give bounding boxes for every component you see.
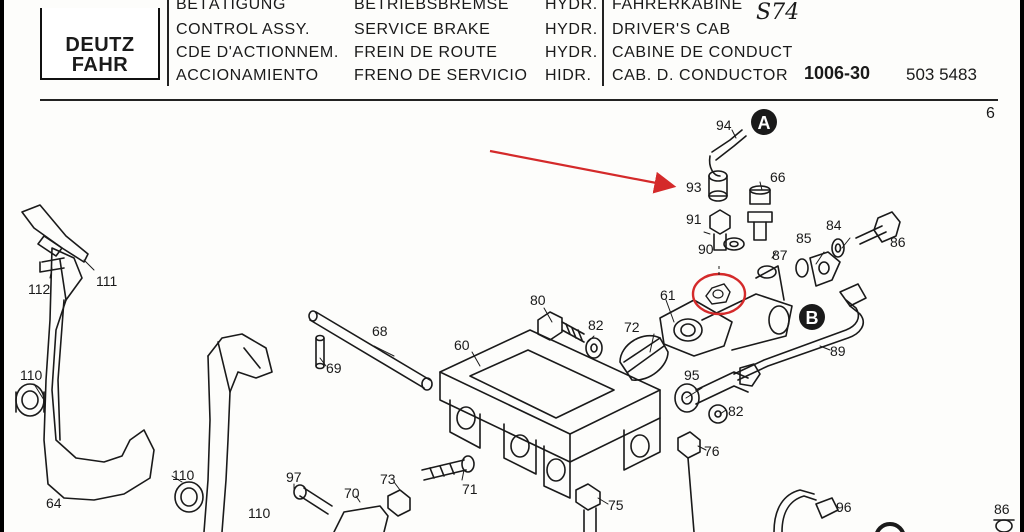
label-72: 72 [624,319,640,335]
page-number: 6 [986,105,995,122]
model-handwritten: S74 [756,0,800,25]
header-text: HYDR. [545,0,598,13]
banjo-fitting [795,211,901,307]
header-text: HYDR. [545,21,598,38]
label-76: 76 [704,443,720,459]
label-75: 75 [608,497,624,513]
logo-line-2: FAHR [71,54,129,76]
right-edge-parts [773,489,1015,532]
ref-number: 503 5483 [906,65,977,84]
bracket-60 [439,329,661,499]
header-text: ACCIONAMIENTO [176,67,319,84]
label-112: 112 [28,281,51,297]
pedal-assembly [15,204,273,532]
leader-lines [33,129,851,505]
label-91: 91 [686,211,702,227]
brake-pipe-89 [733,299,864,381]
label-86-b: 86 [994,501,1010,517]
label-90: 90 [698,241,714,257]
header-text: FAHRERKABINE [612,0,743,13]
label-68: 68 [372,323,388,339]
label-85: 85 [796,230,812,246]
lower-linkage [293,455,475,532]
label-97: 97 [286,469,302,485]
label-87: 87 [772,247,788,263]
header-text: FREIN DE ROUTE [354,44,498,61]
partial-marker-icon [875,522,905,532]
parts-catalog-page: DEUTZ FAHR BETÄTIGUNG CONTROL ASSY. CDE … [4,0,1020,532]
label-95: 95 [684,367,700,383]
bolt-80 [537,311,603,359]
header-text: BETRIEBSBREMSE [354,0,510,13]
label-86: 86 [890,234,906,250]
exploded-diagram: A B 94 93 91 90 66 84 86 85 87 61 72 80 … [15,109,1015,532]
label-111: 111 [96,273,117,289]
label-93: 93 [686,179,702,195]
label-73: 73 [380,471,396,487]
label-80: 80 [530,292,546,308]
marker-b-label: B [806,308,819,328]
label-94: 94 [716,117,732,133]
header-divider [167,0,169,86]
master-cylinder [619,265,793,381]
label-110: 110 [20,367,43,383]
label-110-c: 110 [248,505,271,521]
header-text: FRENO DE SERVICIO [354,67,528,84]
bleed-screw-66 [747,185,773,241]
label-70: 70 [344,485,360,501]
red-circle-annotation [691,272,747,316]
label-110-b: 110 [172,467,195,483]
label-69: 69 [326,360,342,376]
header-text: HIDR. [545,67,592,84]
label-61: 61 [660,287,676,303]
label-84: 84 [826,217,842,233]
header-text: SERVICE BRAKE [354,21,491,38]
label-66: 66 [770,169,786,185]
label-82-b: 82 [728,403,744,419]
fitting-stack [708,129,747,251]
label-60: 60 [454,337,470,353]
rod-68 [308,310,433,391]
label-96: 96 [836,499,852,515]
deutz-fahr-logo: DEUTZ FAHR [40,8,160,80]
ref-group: 1006-30 [804,63,870,84]
logo-line-1: DEUTZ [65,34,135,56]
label-89: 89 [830,343,846,359]
marker-a-icon: A [751,109,777,135]
header-rule [40,99,998,101]
header-text: CAB. D. CONDUCTOR [612,67,789,84]
header-text: BETÄTIGUNG [176,0,287,13]
header-text: CDE D'ACTIONNEM. [176,44,339,61]
ref-group-text: 1006-30 [804,63,871,83]
header-divider [602,0,604,86]
marker-b-icon: B [799,304,825,330]
header-text: DRIVER'S CAB [612,21,731,38]
header-text: HYDR. [545,44,598,61]
header-text: CABINE DE CONDUCT [612,44,793,61]
header-text: CONTROL ASSY. [176,21,311,38]
label-82: 82 [588,317,604,333]
marker-a-label: A [758,113,771,133]
lower-fittings [575,363,761,532]
label-71: 71 [462,481,478,497]
red-arrow-annotation [489,149,677,194]
label-64: 64 [46,495,62,511]
